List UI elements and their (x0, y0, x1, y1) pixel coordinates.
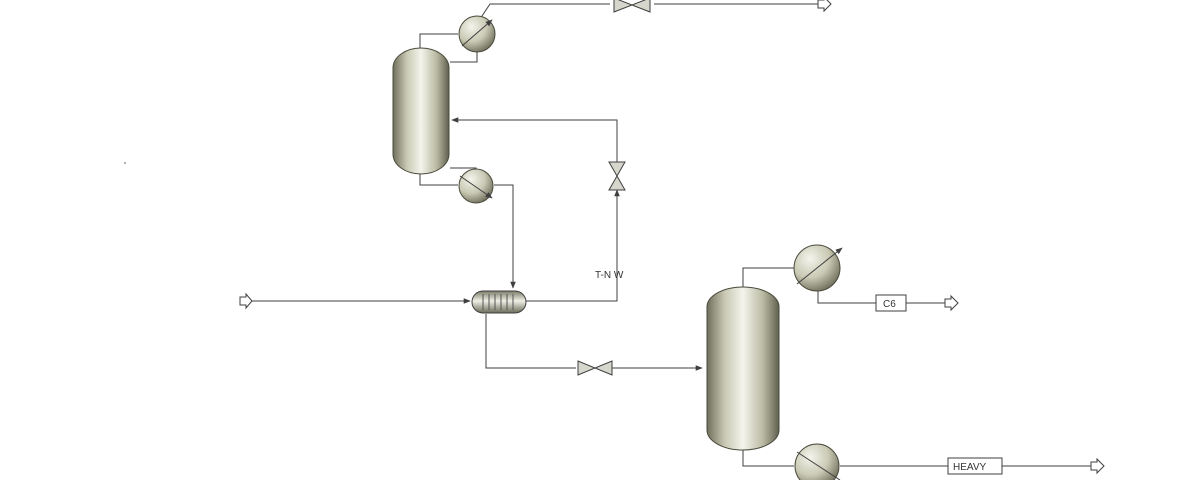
valve-feed-col2[interactable] (577, 360, 613, 376)
reboiler-1[interactable] (458, 168, 494, 204)
distillation-column-icon (706, 286, 780, 451)
exchanger-arrow-icon (796, 451, 841, 480)
light-product-label-box[interactable] (875, 294, 907, 312)
valve-overhead[interactable] (613, 0, 651, 13)
heat-exchanger-icon (458, 15, 496, 53)
stream-col1-bottoms[interactable] (419, 170, 458, 186)
stream-port-arrow-icon[interactable] (1090, 457, 1105, 475)
heavy-product-label: HEAVY (953, 462, 986, 473)
stream-port-arrow-icon[interactable] (239, 292, 253, 310)
heat-exchanger-icon (794, 443, 840, 480)
exchanger-arrow-icon (461, 19, 493, 47)
valve-icon (577, 360, 613, 376)
stream-port-arrow-icon[interactable] (944, 294, 959, 312)
distillation-column-2[interactable] (706, 286, 780, 451)
distillation-column-1[interactable] (392, 47, 450, 175)
heat-exchanger-icon (458, 168, 494, 204)
speck-dot (124, 162, 126, 164)
reboiler-2[interactable] (794, 443, 841, 480)
stream-condenser1-out[interactable] (477, 3, 610, 23)
recycle-stream-label[interactable]: T-N W (595, 270, 624, 281)
stream-reboiler1-to-heater[interactable] (494, 184, 516, 289)
heavy-product-label-box[interactable] (947, 457, 1003, 475)
stream-labels: T-N W C6 HEAVY (595, 270, 1003, 475)
stream-lines (250, 3, 1092, 467)
stream-recycle-return[interactable] (451, 117, 618, 164)
stream-port-arrow-icon[interactable] (817, 0, 832, 13)
stream-heater-to-valve[interactable] (485, 314, 576, 369)
valve-icon (608, 161, 626, 191)
stream-col2-overhead[interactable] (742, 267, 794, 290)
stream-col1-overhead[interactable] (419, 33, 458, 52)
light-product-label: C6 (883, 299, 896, 310)
stream-recycle[interactable] (526, 189, 620, 302)
valve-recycle[interactable] (608, 161, 626, 191)
shell-tube-heat-exchanger-icon (471, 290, 527, 314)
condenser-1[interactable] (458, 15, 496, 53)
distillation-column-icon (392, 47, 450, 175)
condenser-2[interactable] (793, 244, 843, 292)
stream-col2-bottoms[interactable] (742, 448, 794, 467)
feed-heater[interactable] (471, 290, 527, 314)
exchanger-arrow-icon (796, 247, 843, 285)
valve-icon (613, 0, 651, 13)
ports (239, 0, 1105, 475)
exchanger-arrow-icon (459, 175, 493, 199)
